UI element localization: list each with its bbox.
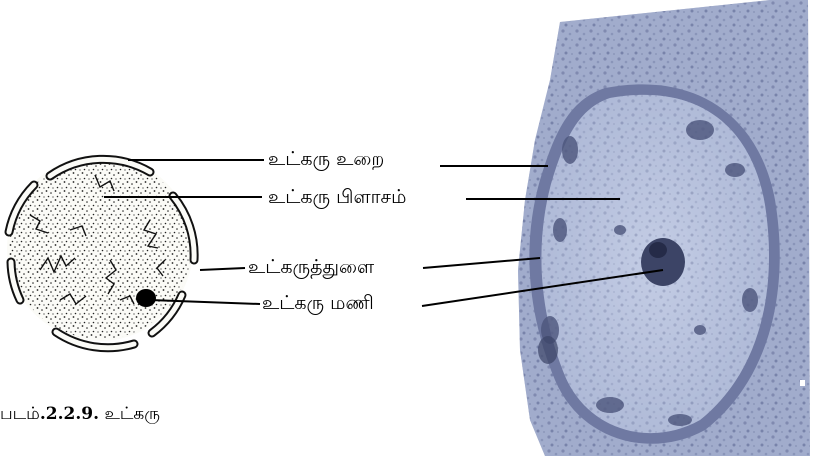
caption-number: .2.2.9. <box>40 404 99 424</box>
electron-micrograph <box>518 0 810 456</box>
caption-title: உட்கரு <box>104 404 160 424</box>
label-nucleolus: உட்கரு மணி <box>262 294 374 313</box>
leader-pore-left <box>200 268 245 270</box>
nucleolus-spot <box>136 289 156 307</box>
nucleus-diagram <box>7 155 194 348</box>
pore-marker <box>800 380 805 386</box>
cell-dark-body <box>538 336 558 364</box>
label-nucleoplasm: உட்கரு பிளாசம் <box>268 188 406 207</box>
caption-prefix: படம் <box>0 404 40 424</box>
label-nuclear-pore: உட்கருத்துளை <box>248 258 374 277</box>
figure-caption: படம்.2.2.9. உட்கரு <box>0 404 160 426</box>
label-nuclear-envelope: உட்கரு உறை <box>268 150 384 169</box>
